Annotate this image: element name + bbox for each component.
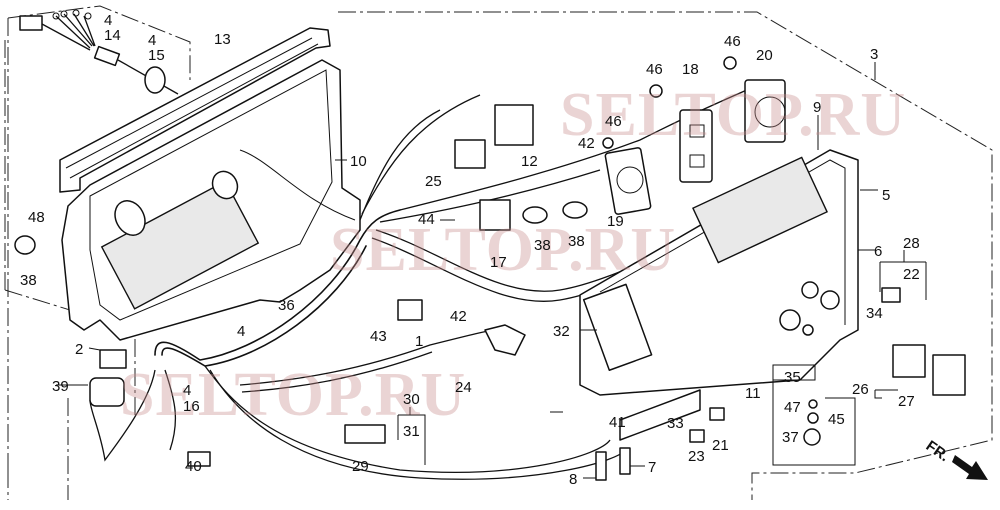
callout-34: 34: [866, 305, 883, 322]
callout-6: 6: [874, 243, 882, 260]
callout-13: 13: [214, 31, 231, 48]
callout-45: 45: [828, 411, 845, 428]
callout-40: 40: [185, 458, 202, 475]
fr-label: FR.: [923, 437, 953, 465]
assembly-boundaries: [4, 5, 993, 500]
callout-19: 19: [607, 213, 624, 230]
callout-23: 23: [688, 448, 705, 465]
callout-32: 32: [553, 323, 570, 340]
callout-41: 41: [609, 414, 626, 431]
part-34-screw: [802, 324, 814, 336]
callout-labels: 4 14 4 15 13 48 38 10 25 12 42 46 46 46 …: [20, 12, 920, 488]
callout-25: 25: [425, 173, 442, 190]
part-38-clamp-3: [14, 235, 36, 255]
leader-lines: [56, 62, 878, 479]
callout-42: 42: [578, 135, 595, 152]
callout-18: 18: [682, 61, 699, 78]
callout-4: 4: [148, 32, 156, 49]
callout-46: 46: [724, 33, 741, 50]
callout-39: 39: [52, 378, 69, 395]
callout-48: 48: [28, 209, 45, 226]
part-45-nut: [807, 412, 819, 424]
part-46-nut-3: [602, 137, 614, 149]
callout-21: 21: [712, 437, 729, 454]
callout-10: 10: [350, 153, 367, 170]
callout-14: 14: [104, 27, 121, 44]
callout-26: 26: [852, 381, 869, 398]
callout-8: 8: [569, 471, 577, 488]
callout-4: 4: [104, 12, 112, 29]
part-46-nut-2: [649, 84, 663, 98]
part-28-lamp: [881, 287, 901, 303]
part-27-cover: [932, 354, 966, 396]
watermark: SELTOP.RU: [120, 361, 466, 429]
part-17-switch: [479, 199, 511, 231]
part-23-knob: [689, 429, 705, 443]
part-1-sensor: [397, 299, 423, 321]
part-12-breaker: [494, 104, 534, 146]
part-37-bushing: [803, 428, 821, 446]
small-parts: [14, 56, 966, 481]
callout-4: 4: [237, 323, 245, 340]
callout-2: 2: [75, 341, 83, 358]
part-38-clamp-2: [562, 201, 588, 219]
callout-38: 38: [534, 237, 551, 254]
callout-27: 27: [898, 393, 915, 410]
part-13-gasket: [59, 27, 331, 193]
part-21-knob: [709, 407, 725, 421]
callout-brackets: [397, 250, 927, 466]
part-14-15-connector: [19, 9, 179, 95]
callout-42: 42: [450, 308, 467, 325]
part-40-clip: [187, 451, 211, 467]
callout-31: 31: [403, 423, 420, 440]
part-19-receptacle: [604, 147, 652, 215]
part-2-holder: [99, 349, 127, 369]
callout-38: 38: [20, 272, 37, 289]
part-20-receptacle: [744, 79, 786, 143]
callout-5: 5: [882, 187, 890, 204]
part-24-bracket: [484, 324, 526, 356]
callout-46: 46: [646, 61, 663, 78]
callout-20: 20: [756, 47, 773, 64]
arrow-icon: [952, 455, 988, 480]
callout-12: 12: [521, 153, 538, 170]
callout-29: 29: [352, 458, 369, 475]
part-26-meter: [892, 344, 926, 378]
callout-30: 30: [403, 391, 420, 408]
callout-4: 4: [183, 382, 191, 399]
part-39-grommet: [89, 377, 125, 407]
watermark: SELTOP.RU: [330, 216, 676, 284]
part-10-control-box: [61, 59, 361, 341]
watermark: SELTOP.RU: [560, 81, 906, 149]
callout-11: 11: [745, 385, 761, 402]
callout-44: 44: [418, 211, 435, 228]
part-46-nut: [723, 56, 737, 70]
part-18-receptacle: [679, 109, 713, 183]
callout-1: 1: [415, 333, 423, 350]
callout-7: 7: [648, 459, 656, 476]
callout-16: 16: [183, 398, 200, 415]
callout-17: 17: [490, 254, 507, 271]
callout-15: 15: [148, 47, 165, 64]
callout-47: 47: [784, 399, 801, 416]
callout-37: 37: [782, 429, 799, 446]
callout-36: 36: [278, 297, 295, 314]
part-25-switch: [454, 139, 486, 169]
callout-9: 9: [813, 99, 821, 116]
callout-24: 24: [455, 379, 472, 396]
part-29-switch: [344, 424, 386, 444]
part-5-front-panel: [579, 149, 859, 441]
callout-22: 22: [903, 266, 920, 283]
callout-38: 38: [568, 233, 585, 250]
part-38-clamp: [522, 206, 548, 224]
part-8-terminal: [595, 451, 607, 481]
callout-46: 46: [605, 113, 622, 130]
callout-28: 28: [903, 235, 920, 252]
callout-43: 43: [370, 328, 387, 345]
callout-35: 35: [784, 369, 801, 386]
part-47-washer: [808, 399, 818, 409]
callout-33: 33: [667, 415, 684, 432]
callout-3: 3: [870, 46, 878, 63]
part-7-terminal: [619, 447, 631, 475]
